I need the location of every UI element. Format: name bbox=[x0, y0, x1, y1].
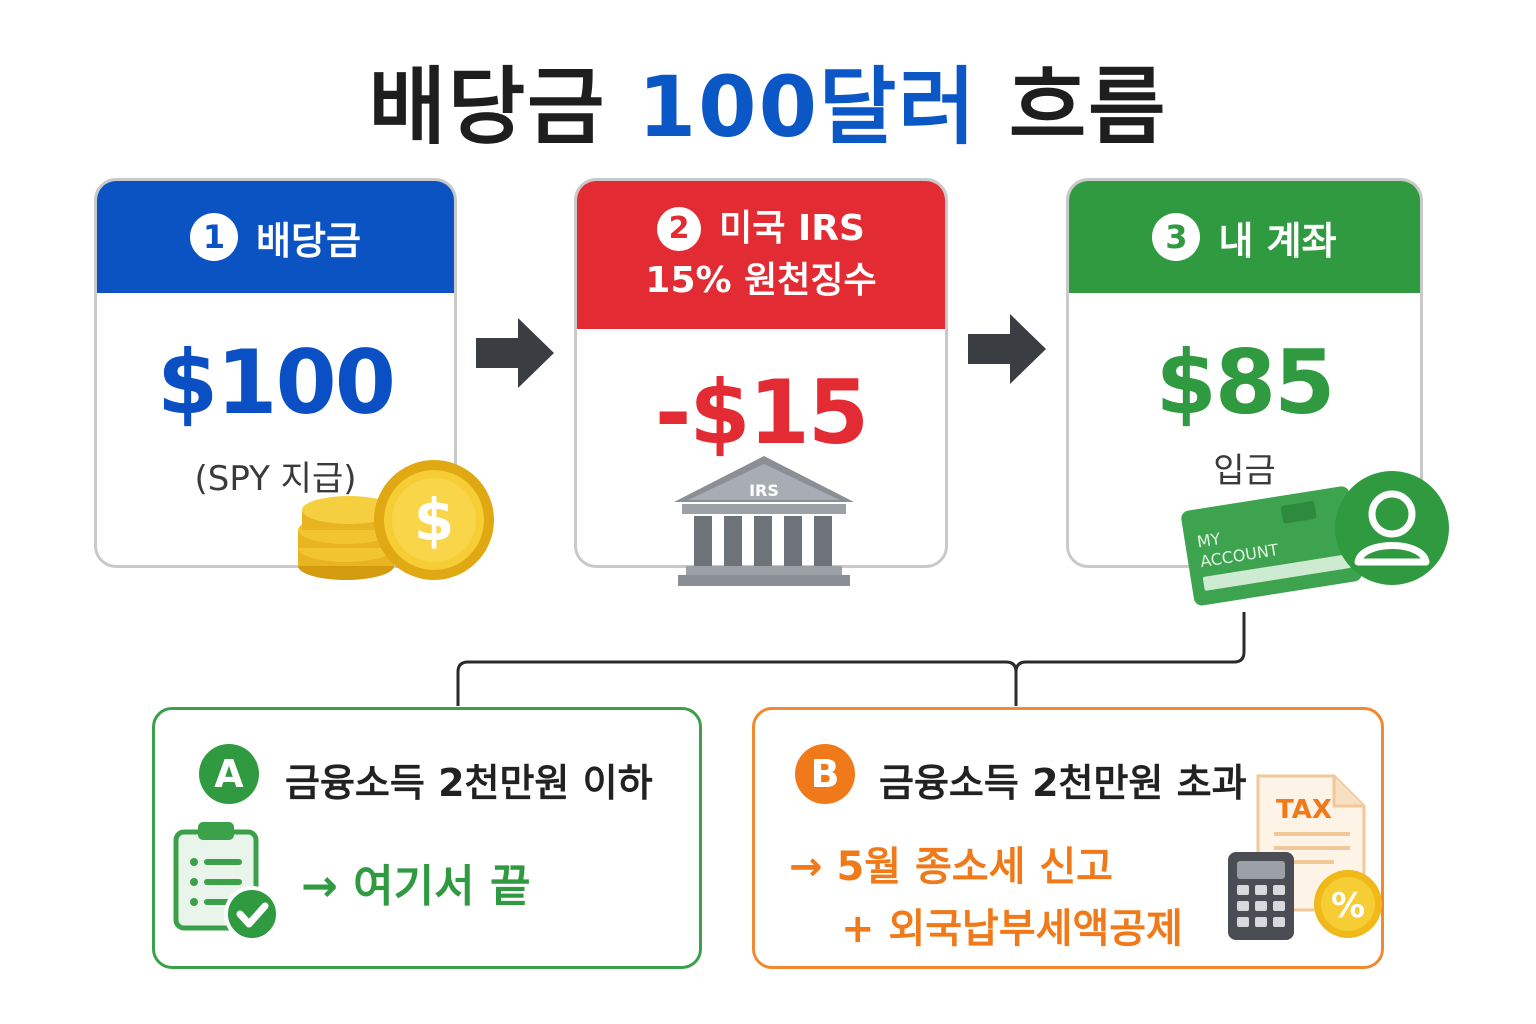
branch-b-condition: 금융소득 2천만원 초과 bbox=[879, 761, 1247, 805]
step-number-badge: 3 bbox=[1152, 213, 1201, 261]
clipboard-check-icon bbox=[173, 822, 280, 942]
step-header-label: 미국 IRS bbox=[719, 208, 865, 249]
tax-label: TAX bbox=[1276, 795, 1332, 825]
step-header-label: 내 계좌 bbox=[1218, 218, 1337, 263]
step-header-account: 3 내 계좌 bbox=[1069, 181, 1420, 293]
deposit-note: 입금 bbox=[1213, 451, 1276, 491]
branch-b-result-line2: + 외국납부세액공제 bbox=[841, 906, 1183, 952]
step-number-badge: 1 bbox=[190, 213, 239, 261]
title-main: 배당금 bbox=[368, 58, 607, 156]
irs-label: IRS bbox=[749, 481, 779, 500]
account-card-icon: MY ACCOUNT bbox=[1181, 486, 1362, 606]
irs-building-icon: IRS bbox=[674, 456, 854, 586]
dividend-amount: $100 bbox=[157, 331, 396, 434]
branch-a-badge: A bbox=[199, 744, 259, 804]
deposit-amount: $85 bbox=[1155, 331, 1336, 434]
branch-a-condition: 금융소득 2천만원 이하 bbox=[285, 761, 653, 805]
account-card-label-1: MY bbox=[1196, 529, 1222, 551]
branch-b-badge: B bbox=[795, 744, 855, 804]
branch-b-result: → 5월 종소세 신고 bbox=[789, 844, 1113, 890]
step-header-dividend: 1 배당금 bbox=[97, 181, 454, 293]
gold-coins-icon: $ bbox=[298, 460, 494, 580]
arrow-right-icon bbox=[968, 314, 1046, 384]
branch-a-result: → 여기서 끝 bbox=[301, 861, 531, 912]
title-accent: 100달러 bbox=[637, 58, 978, 156]
step-header-label-line2: 15% 원천징수 bbox=[645, 260, 877, 301]
arrow-right-icon bbox=[476, 318, 554, 388]
tax-calculator-icon: TAX % bbox=[1228, 774, 1382, 940]
title-end: 흐름 bbox=[1008, 58, 1168, 156]
step-header-irs: 2 미국 IRS 15% 원천징수 bbox=[577, 181, 945, 329]
user-avatar-icon bbox=[1335, 471, 1449, 585]
step-number-badge: 2 bbox=[657, 207, 702, 251]
dividend-note: (SPY 지급) bbox=[194, 459, 357, 499]
svg-text:$: $ bbox=[414, 486, 454, 554]
step-card-dividend: 1 배당금 $100 (SPY 지급) bbox=[94, 178, 457, 568]
page-title: 배당금 100달러 흐름 bbox=[0, 40, 1536, 161]
step-header-label: 배당금 bbox=[256, 218, 361, 263]
step-card-irs: 2 미국 IRS 15% 원천징수 -$15 bbox=[574, 178, 948, 568]
withholding-amount: -$15 bbox=[654, 361, 869, 464]
percent-label: % bbox=[1331, 886, 1365, 926]
